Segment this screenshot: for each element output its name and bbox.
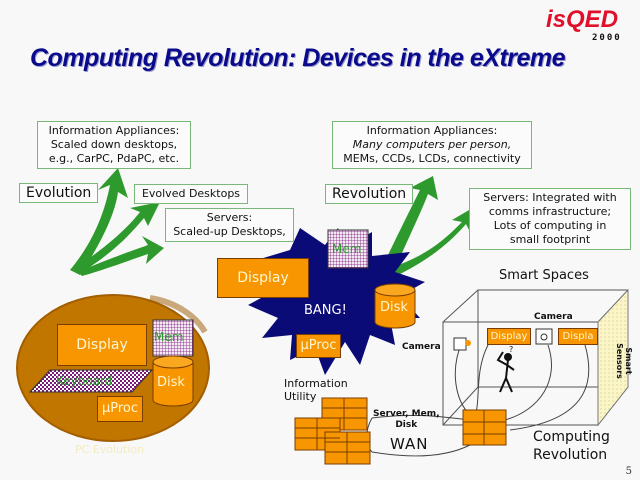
pc-display-box: Display [57, 324, 147, 366]
smart-sensors-label: Smart Sensors [615, 343, 633, 379]
box-line: small footprint [509, 233, 591, 246]
evolution-arrows [70, 168, 164, 276]
box-line: Information Appliances: [48, 124, 180, 137]
box-line: Servers: [206, 211, 253, 224]
pc-evolution-caption: PC Evolution [75, 443, 145, 456]
box-line: Servers: Integrated with [483, 191, 617, 204]
bang-proc-box: µProc [296, 334, 341, 358]
label-line: Disk [395, 420, 418, 430]
evolved-desktops-box: Evolved Desktops [134, 184, 248, 204]
bang-disk-cylinder [374, 283, 416, 329]
revolution-label: Revolution [325, 184, 414, 204]
pc-mem-label: Mem [154, 330, 184, 344]
box-line: Scaled-up Desktops, [173, 225, 286, 238]
computing-revolution-label: Computing Revolution [533, 428, 610, 464]
pc-disk-label: Disk [157, 375, 185, 390]
label-line: Revolution [533, 447, 608, 463]
box-line: Many computers per person, [352, 138, 512, 151]
wan-label: WAN [390, 435, 429, 453]
pc-proc-box: µProc [97, 396, 143, 422]
box-line: e.g., CarPC, PdaPC, etc. [48, 152, 180, 165]
camera-left-icon [453, 337, 471, 351]
camera-top-label: Camera [534, 312, 573, 322]
box-line: Information Appliances: [366, 124, 498, 137]
room-display-1: Display [487, 328, 531, 345]
evolution-info-appliances-box: Information Appliances: Scaled down desk… [37, 121, 191, 169]
server-mem-disk-label: Server, Mem, Disk [373, 409, 440, 431]
server-stacks [294, 397, 507, 465]
bang-display-box: Display [217, 258, 309, 298]
slide-title: Computing Revolution: Devices in the eXt… [30, 44, 566, 72]
label-line: Server, Mem, [373, 409, 440, 419]
pc-disk-cylinder [152, 355, 194, 407]
pc-keyboard-label: Keyboard [56, 374, 113, 388]
bang-disk-label: Disk [380, 300, 408, 315]
bang-mem-label: Mem [332, 242, 362, 256]
camera-top-icon [535, 328, 553, 345]
bang-text: BANG! [304, 303, 347, 318]
camera-left-label: Camera [402, 342, 441, 352]
box-line: MEMs, CCDs, LCDs, connectivity [343, 152, 521, 165]
label-line: Information [284, 377, 348, 390]
logo-year: 2000 [592, 33, 622, 43]
label-line: Computing [533, 429, 610, 445]
stick-figure-icon [496, 351, 515, 393]
keyboard-shape [28, 369, 154, 393]
room-display-2: Displa [558, 328, 598, 345]
revolution-servers-box: Servers: Integrated with comms infrastru… [469, 188, 631, 250]
page-number: 5 [625, 466, 632, 477]
evolution-servers-box: Servers: Scaled-up Desktops, [165, 208, 294, 242]
box-line: Lots of computing in [493, 219, 607, 232]
isqed-logo: isQED [546, 6, 619, 33]
evolution-label: Evolution [19, 183, 99, 203]
label-line: Utility [284, 390, 317, 403]
box-line: comms infrastructure; [488, 205, 612, 218]
smart-spaces-title: Smart Spaces [499, 268, 589, 283]
revolution-info-appliances-box: Information Appliances: Many computers p… [332, 121, 532, 169]
box-line: Scaled down desktops, [50, 138, 178, 151]
revolution-arrows [380, 176, 476, 276]
information-utility-label: Information Utility [284, 377, 348, 403]
figure-question-mark: ? [509, 345, 514, 354]
smart-sensors-panel [597, 288, 629, 427]
